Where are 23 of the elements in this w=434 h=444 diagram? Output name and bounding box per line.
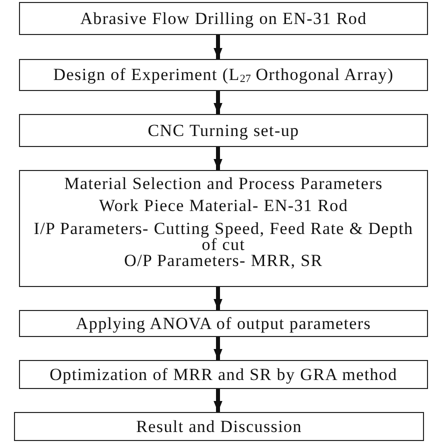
arrow bbox=[214, 91, 222, 114]
arrow bbox=[214, 389, 222, 412]
process-box bbox=[19, 360, 428, 389]
process-box bbox=[19, 170, 428, 287]
process-box bbox=[19, 310, 428, 337]
step-text: Optimization of MRR and SR by GRA method bbox=[50, 366, 398, 382]
step-text: Material Selection and Process Parameters bbox=[64, 176, 383, 192]
step-text: Abrasive Flow Drilling on EN-31 Rod bbox=[80, 10, 367, 26]
process-box bbox=[19, 114, 428, 147]
arrow bbox=[214, 147, 222, 170]
step-text: Applying ANOVA of output parameters bbox=[76, 316, 372, 332]
arrow bbox=[214, 35, 222, 59]
process-box bbox=[19, 2, 428, 35]
process-box bbox=[14, 412, 424, 441]
arrow bbox=[214, 337, 222, 360]
arrow bbox=[214, 287, 222, 310]
step-text: O/P Parameters- MRR, SR bbox=[124, 253, 323, 269]
step-text: I/P Parameters- Cutting Speed, Feed Rate & Depth of cut bbox=[32, 221, 414, 253]
step-text: CNC Turning set-up bbox=[148, 122, 300, 138]
step-text: Design of Experiment (L$_{27}$ Orthogonal Array) bbox=[53, 67, 394, 83]
process-box bbox=[19, 59, 428, 91]
step-text: Result and Discussion bbox=[136, 418, 302, 434]
step-text: Work Piece Material- EN-31 Rod bbox=[98, 198, 348, 214]
